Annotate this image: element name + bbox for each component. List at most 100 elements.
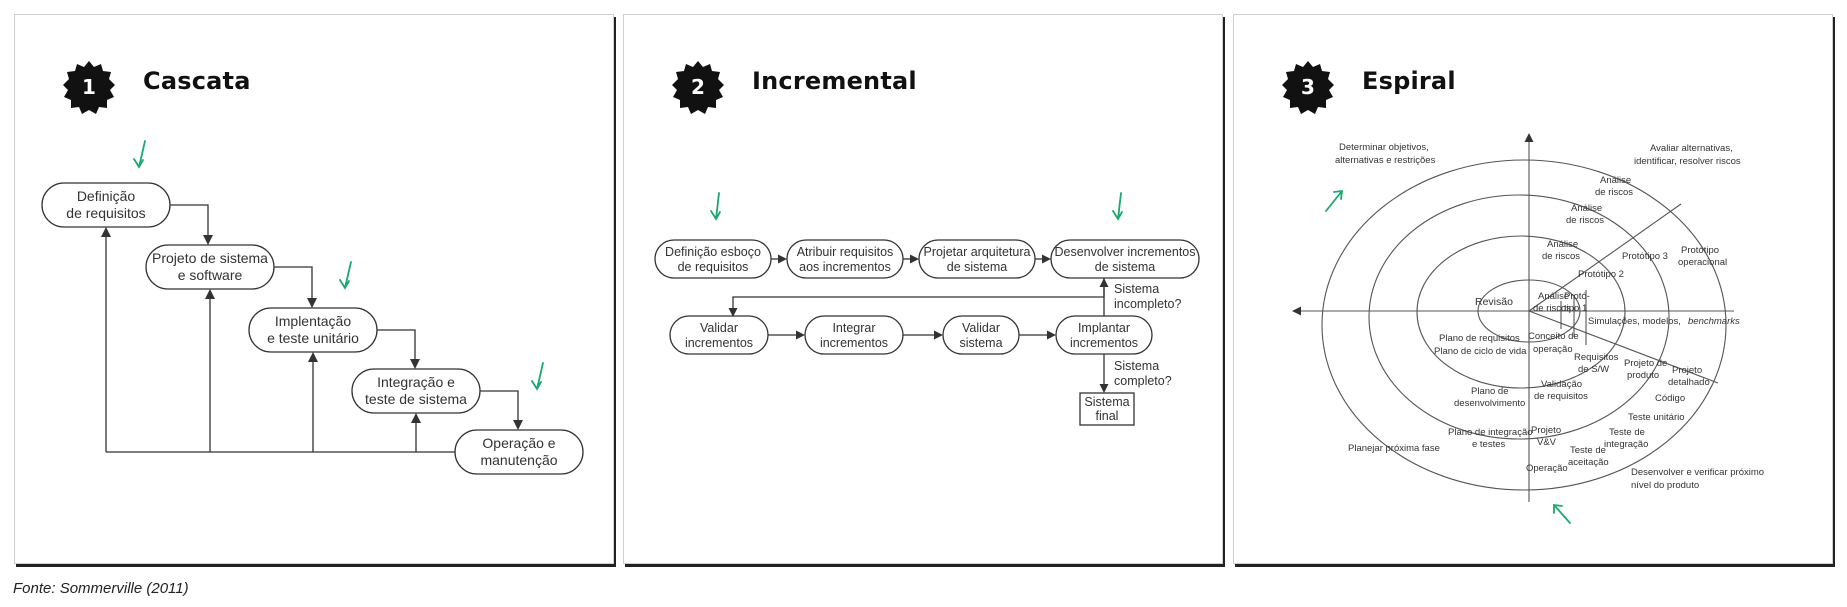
box-label: Validar — [700, 321, 738, 335]
source-caption: Fonte: Sommerville (2011) — [13, 580, 189, 597]
step-label: de requisitos — [66, 205, 145, 221]
arrow-forward-3 — [377, 329, 420, 369]
check-mark-icon — [1112, 192, 1123, 221]
spiral-label: Operação — [1526, 463, 1568, 474]
box-label: incrementos — [820, 336, 888, 350]
step-label: Operação e — [482, 435, 555, 451]
spiral-label: tipo 1 — [1564, 303, 1587, 314]
step-badge-1: 1 — [61, 59, 117, 115]
incremental-diagram: Definição esboço de requisitos Atribuir … — [654, 192, 1200, 426]
box-label: Atribuir requisitos — [797, 245, 894, 259]
spiral-label: Análise — [1571, 203, 1602, 214]
step-label: Integração e — [377, 374, 455, 390]
box-label: de sistema — [947, 260, 1007, 274]
arrow-forward-2 — [274, 266, 317, 308]
quadrant-label: alternativas e restrições — [1335, 155, 1436, 166]
quadrant-label: Determinar objetivos, — [1339, 142, 1429, 153]
check-mark-icon — [133, 140, 146, 169]
spiral-loop-3 — [1368, 194, 1670, 440]
spiral-loop-1 — [1477, 279, 1581, 343]
badge-shape-icon — [672, 61, 724, 114]
waterfall-diagram: Definição de requisitos Projeto de siste… — [41, 140, 584, 475]
step-badge-2: 2 — [670, 59, 726, 115]
spiral-label: aceitação — [1568, 457, 1609, 468]
box-sistema-final — [1079, 392, 1135, 426]
quadrant-label: nível do produto — [1631, 480, 1699, 491]
badge-number: 3 — [1301, 75, 1315, 99]
panel-title: Cascata — [143, 67, 251, 95]
panel-cascata: 1 Cascata Definiçã — [14, 14, 614, 564]
spiral-label: de S/W — [1578, 364, 1609, 375]
badge-shape-icon — [63, 61, 115, 114]
box-label: de requisitos — [678, 260, 749, 274]
spiral-label: Simulações, modelos, — [1588, 316, 1681, 327]
badge-number: 1 — [82, 75, 96, 99]
panel-title: Espiral — [1362, 67, 1456, 95]
box-label: sistema — [959, 336, 1002, 350]
box-label: incrementos — [685, 336, 753, 350]
box-label: de sistema — [1095, 260, 1155, 274]
spiral-label: Teste de — [1570, 445, 1606, 456]
spiral-label: Plano de requisitos — [1439, 333, 1520, 344]
spiral-label: de riscos — [1595, 187, 1633, 198]
spiral-loop-4 — [1321, 159, 1727, 491]
spiral-label: benchmarks — [1688, 316, 1740, 327]
spiral-label: e testes — [1472, 439, 1506, 450]
step-label: manutenção — [480, 452, 557, 468]
step-label: e teste unitário — [267, 330, 359, 346]
spiral-label: Projeto — [1531, 425, 1561, 436]
spiral-label: Código — [1655, 393, 1685, 404]
box-label: aos incrementos — [799, 260, 891, 274]
badge-number: 2 — [691, 75, 705, 99]
box-desenvolver — [1050, 239, 1200, 279]
panel-espiral: 3 Espiral D — [1233, 14, 1833, 564]
spiral-label: Análise — [1600, 175, 1631, 186]
spiral-label: Requisitos — [1574, 352, 1619, 363]
quadrant-label: identificar, resolver riscos — [1634, 156, 1741, 167]
spiral-label: desenvolvimento — [1454, 398, 1525, 409]
badge-shape-icon — [1282, 61, 1334, 114]
step-label: Definição — [77, 188, 136, 204]
arrow-forward-1 — [170, 204, 213, 245]
box-label: Integrar — [832, 321, 875, 335]
spiral-label: Plano de — [1471, 386, 1509, 397]
box-label: Definição esboço — [665, 245, 761, 259]
spiral-diagram: Determinar objetivos, alternativas e res… — [1292, 133, 1764, 524]
box-label: Sistema — [1084, 395, 1129, 409]
box-label: Validar — [962, 321, 1000, 335]
loop-arrow — [728, 278, 1105, 317]
step-label: Implentação — [275, 313, 351, 329]
spiral-label: Protótipo 2 — [1578, 269, 1624, 280]
spiral-label: Plano de ciclo de vida — [1434, 346, 1527, 357]
step-label: e software — [178, 267, 243, 283]
spiral-label: Análise — [1538, 291, 1569, 302]
spiral-label: de riscos — [1542, 251, 1580, 262]
check-mark-icon — [1553, 503, 1571, 524]
spiral-label: Protótipo — [1681, 245, 1719, 256]
spiral-loop-2 — [1416, 235, 1626, 389]
spiral-label: Projeto de — [1624, 358, 1667, 369]
question-label: incompleto? — [1114, 297, 1181, 311]
spiral-label: Teste de — [1609, 427, 1645, 438]
spiral-label: Revisão — [1475, 296, 1513, 308]
spiral-label: operacional — [1678, 257, 1727, 268]
box-label: final — [1096, 409, 1119, 423]
risk-diagonal — [1528, 203, 1682, 312]
spiral-label: integração — [1604, 439, 1648, 450]
check-mark-icon — [1325, 189, 1344, 212]
spiral-label: de riscos — [1566, 215, 1604, 226]
quadrant-label: Avaliar alternativas, — [1650, 143, 1733, 154]
spiral-label: V&V — [1537, 437, 1557, 448]
spiral-label: de riscos — [1533, 303, 1571, 314]
quadrant-label: Planejar próxima fase — [1348, 443, 1440, 454]
spiral-label: Teste unitário — [1628, 412, 1685, 423]
arrow-forward-4 — [480, 390, 523, 430]
panel-title: Incremental — [752, 67, 917, 95]
spiral-label: Projeto — [1672, 365, 1702, 376]
spiral-label: Plano de integração — [1448, 427, 1533, 438]
box-label: Implantar — [1078, 321, 1130, 335]
spiral-label: de requisitos — [1534, 391, 1588, 402]
question-label: Sistema — [1114, 359, 1159, 373]
box-label: incrementos — [1070, 336, 1138, 350]
spiral-label: Conceito de — [1528, 331, 1579, 342]
